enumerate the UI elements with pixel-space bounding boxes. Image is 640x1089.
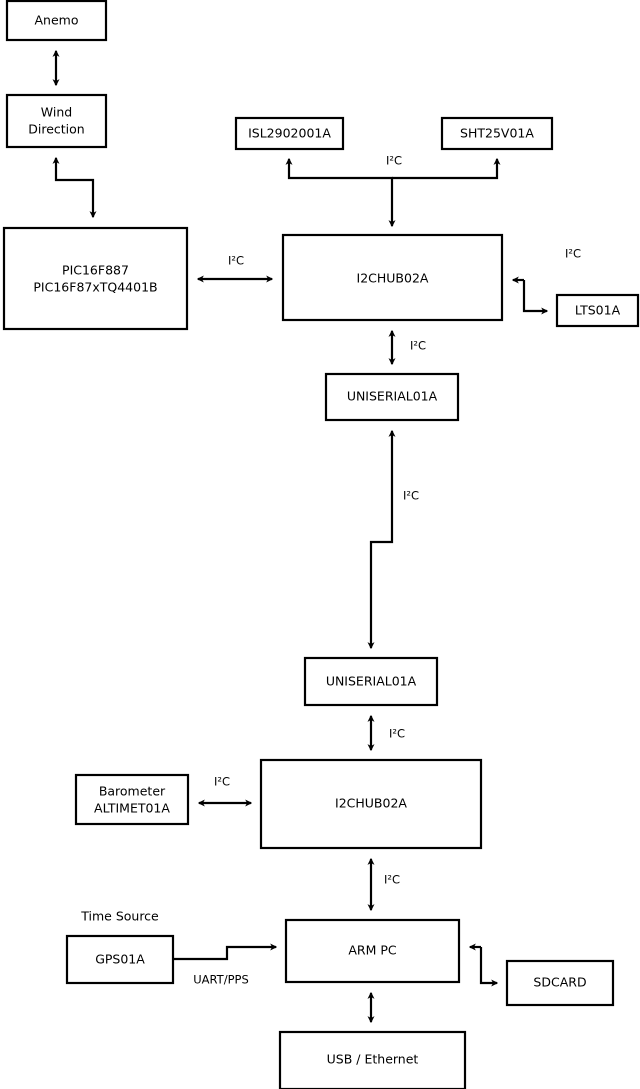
node-isl2902001a[interactable]: ISL2902001A [234, 116, 345, 151]
node-lts01a-label: LTS01A [575, 303, 621, 318]
node-isl2902001a-label: ISL2902001A [248, 126, 331, 141]
node-sht25v01a-label: SHT25V01A [460, 126, 534, 141]
node-uniserial01a-lower-label: UNISERIAL01A [326, 674, 417, 689]
node-i2chub02a-bottom-label: I2CHUB02A [335, 796, 407, 811]
node-anemo[interactable]: Anemo [5, 0, 108, 42]
edge-label-hub-lts: I²C [565, 247, 581, 261]
node-wind-direction-box[interactable] [5, 93, 108, 149]
node-uniserial01a-upper[interactable]: UNISERIAL01A [324, 372, 460, 422]
node-pic-mcu[interactable]: PIC16F887 PIC16F87xTQ4401B [2, 226, 189, 331]
node-gps01a-box[interactable] [65, 934, 175, 985]
node-pic-mcu-label-line1: PIC16F887 [62, 263, 129, 278]
node-pic-mcu-box[interactable] [2, 226, 189, 331]
node-i2chub02a-bottom[interactable]: I2CHUB02A [259, 758, 483, 850]
node-sdcard[interactable]: SDCARD [505, 959, 615, 1007]
node-i2chub02a-top-label: I2CHUB02A [357, 271, 429, 286]
node-barometer-box[interactable] [74, 773, 190, 826]
node-wind-direction-label-line2: Direction [28, 122, 84, 137]
node-uniserial01a-upper-label: UNISERIAL01A [347, 389, 438, 404]
edge-hubtop-lts-out [522, 280, 549, 315]
node-arm-pc-box[interactable] [284, 918, 461, 984]
edge-label-hub2-armpc: I²C [384, 873, 400, 887]
node-usb-ethernet-box[interactable] [278, 1030, 467, 1089]
node-gps01a-label: GPS01A [95, 952, 145, 967]
node-sht25v01a-box[interactable] [440, 116, 554, 151]
node-sht25v01a[interactable]: SHT25V01A [440, 116, 554, 151]
edge-label-pic-hub: I²C [228, 254, 244, 268]
node-uniserial01a-upper-box[interactable] [324, 372, 460, 422]
edges-layer [52, 49, 549, 1024]
edge-armpc-sdcard-out [479, 947, 499, 987]
edge-hubtop-sht [392, 157, 501, 180]
node-wind-direction-label-line1: Wind [41, 105, 72, 120]
node-sdcard-box[interactable] [505, 959, 615, 1007]
edge-pic-wind [52, 156, 97, 219]
node-sdcard-label: SDCARD [533, 975, 586, 990]
edge-uniserial-link [367, 429, 396, 650]
edge-label-uniserial-link: I²C [403, 489, 419, 503]
node-gps01a[interactable]: GPS01A [65, 934, 175, 985]
edge-label-gps-armpc: UART/PPS [193, 973, 249, 987]
edge-label-hub-uniserial: I²C [410, 339, 426, 353]
edge-labels-layer: I²C I²C I²C I²C I²C I²C I²C I²C UART/PPS [193, 154, 581, 987]
node-lts01a[interactable]: LTS01A [555, 293, 640, 328]
node-usb-ethernet-label: USB / Ethernet [327, 1052, 419, 1067]
node-barometer-label-line2: ALTIMET01A [94, 801, 170, 816]
edge-label-uniserial-hub2: I²C [389, 727, 405, 741]
node-arm-pc-label: ARM PC [348, 943, 397, 958]
label-time-source: Time Source [80, 909, 159, 924]
node-i2chub02a-top[interactable]: I2CHUB02A [281, 233, 504, 322]
node-lts01a-box[interactable] [555, 293, 640, 328]
node-i2chub02a-bottom-box[interactable] [259, 758, 483, 850]
edge-gps-armpc [173, 943, 278, 961]
node-usb-ethernet[interactable]: USB / Ethernet [278, 1030, 467, 1089]
node-anemo-box[interactable] [5, 0, 108, 42]
node-i2chub02a-top-box[interactable] [281, 233, 504, 322]
edge-hubtop-isl [285, 157, 396, 228]
node-uniserial01a-lower-box[interactable] [303, 656, 439, 707]
node-barometer-label-line1: Barometer [99, 784, 166, 799]
node-isl2902001a-box[interactable] [234, 116, 345, 151]
node-pic-mcu-label-line2: PIC16F87xTQ4401B [33, 280, 157, 295]
node-anemo-label: Anemo [35, 13, 79, 28]
edge-label-barometer-hub: I²C [214, 775, 230, 789]
free-labels-layer: Time Source [80, 909, 159, 924]
node-uniserial01a-lower[interactable]: UNISERIAL01A [303, 656, 439, 707]
node-barometer[interactable]: Barometer ALTIMET01A [74, 773, 190, 826]
edge-label-hub-sensors: I²C [386, 154, 402, 168]
node-arm-pc[interactable]: ARM PC [284, 918, 461, 984]
node-wind-direction[interactable]: Wind Direction [5, 93, 108, 149]
